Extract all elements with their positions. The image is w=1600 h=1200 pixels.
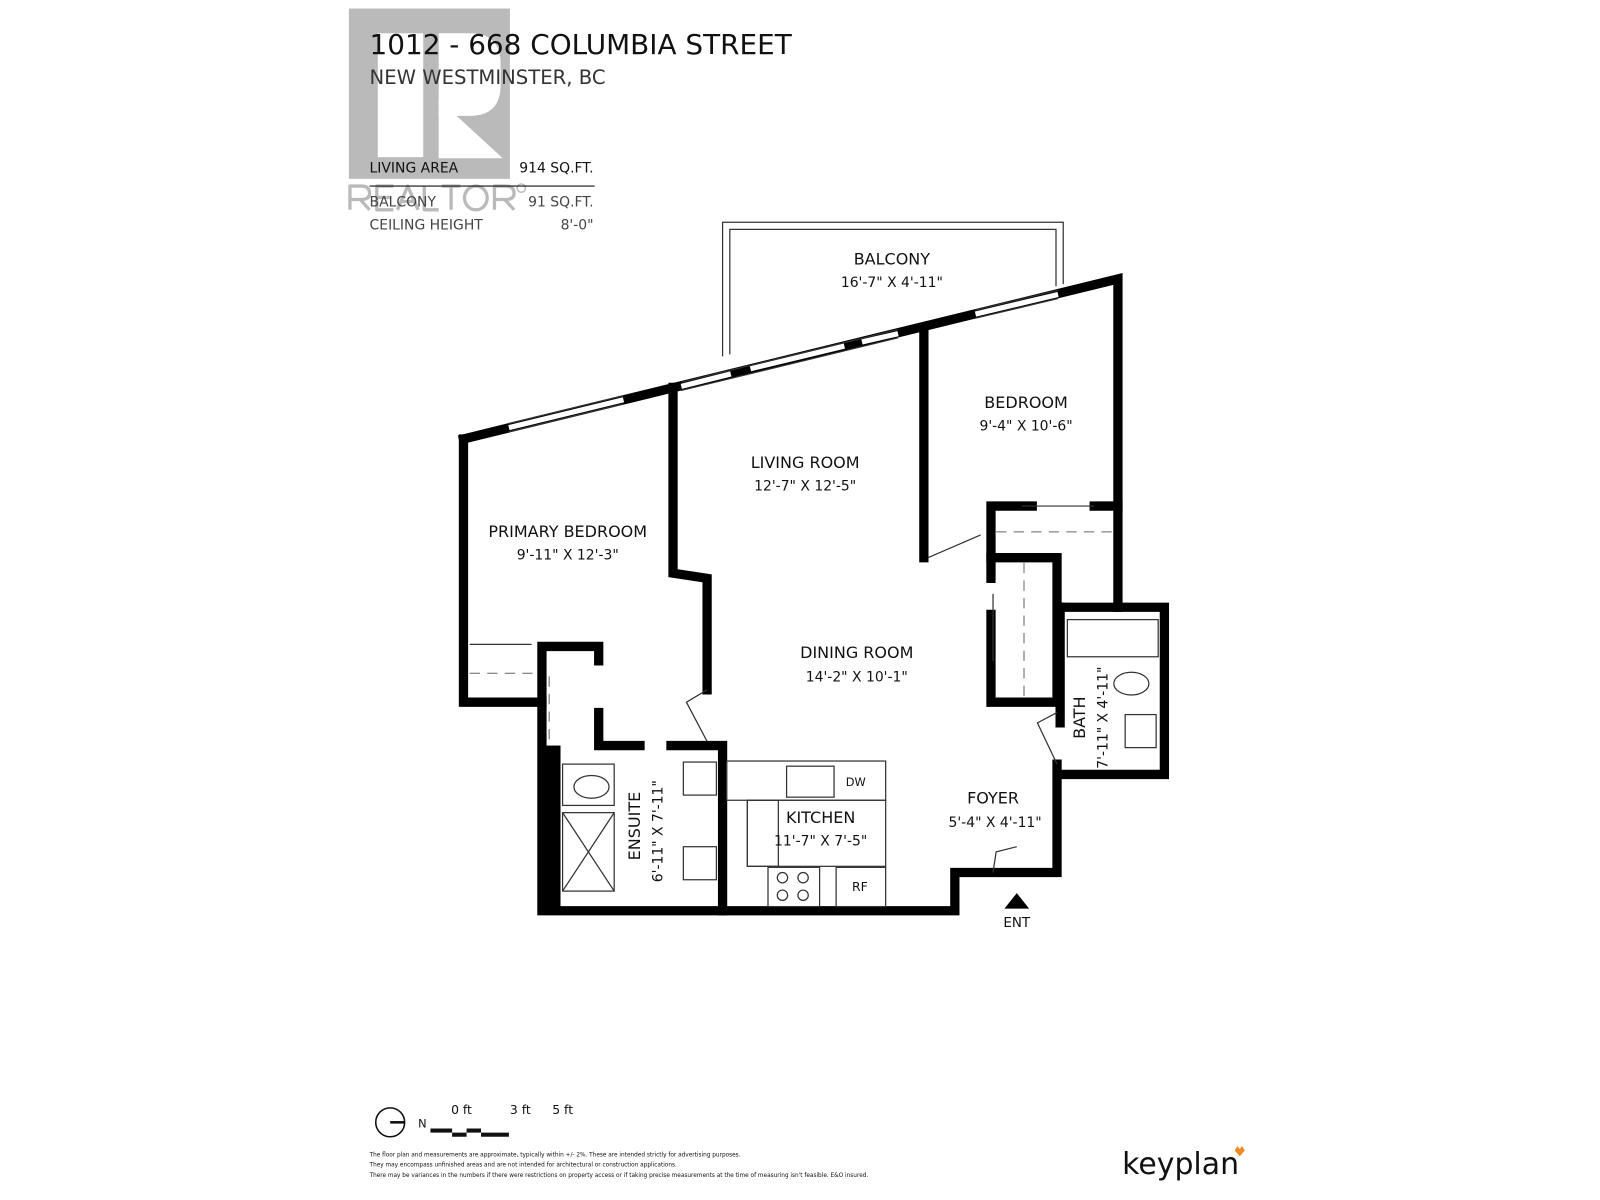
stat-value: 8'-0" [561, 217, 594, 233]
fixtures: DW RF ENT [561, 618, 1159, 931]
room-name: FOYER [967, 788, 1019, 807]
room-ensuite: ENSUITE 6'-11" X 7'-11" [625, 780, 667, 882]
room-dims: 7'-11" X 4'-11" [1096, 667, 1112, 769]
room-dims: 5'-4" X 4'-11" [949, 815, 1042, 831]
room-bath: BATH 7'-11" X 4'-11" [1070, 667, 1112, 769]
scale-label: 0 ft [451, 1103, 472, 1117]
room-dims: 9'-11" X 12'-3" [517, 548, 619, 564]
disclaimer: The floor plan and measurements are appr… [369, 1152, 869, 1179]
room-dims: 16'-7" X 4'-11" [841, 275, 943, 291]
fox-icon [1234, 1146, 1245, 1157]
stat-label: CEILING HEIGHT [370, 217, 484, 233]
room-name: BALCONY [854, 250, 931, 269]
disclaimer-line: There may be variances in the numbers if… [369, 1173, 869, 1179]
room-dims: 11'-7" X 7'-5" [774, 834, 867, 850]
room-name: ENSUITE [625, 792, 644, 861]
room-kitchen: KITCHEN 11'-7" X 7'-5" [774, 808, 867, 850]
scale-label: 5 ft [552, 1103, 573, 1117]
room-bedroom: BEDROOM 9'-4" X 10'-6" [979, 393, 1072, 435]
room-name: DINING ROOM [800, 643, 913, 662]
room-primary-bedroom: PRIMARY BEDROOM 9'-11" X 12'-3" [488, 522, 647, 564]
disclaimer-line: The floor plan and measurements are appr… [369, 1152, 741, 1158]
north-compass-icon: N [374, 1107, 427, 1138]
disclaimer-line: They may encompass unfinished areas and … [369, 1163, 677, 1169]
room-foyer: FOYER 5'-4" X 4'-11" [949, 788, 1042, 831]
address-title: 1012 - 668 COLUMBIA STREET [370, 28, 793, 61]
stove-icon [776, 871, 809, 902]
entrance-arrow-icon [1004, 893, 1030, 909]
room-name: BATH [1070, 696, 1089, 738]
stat-value: 914 SQ.FT. [519, 161, 593, 177]
room-dining: DINING ROOM 14'-2" X 10'-1" [800, 643, 913, 686]
stats-table: LIVING AREA 914 SQ.FT. BALCONY 91 SQ.FT.… [370, 161, 595, 233]
city-subtitle: NEW WESTMINSTER, BC [370, 66, 606, 89]
brand-name: keyplan [1122, 1147, 1239, 1182]
fridge-label: RF [852, 880, 868, 894]
stat-label: LIVING AREA [370, 161, 459, 177]
room-name: KITCHEN [786, 808, 855, 827]
room-name: LIVING ROOM [751, 453, 860, 472]
stat-value: 91 SQ.FT. [528, 195, 593, 211]
keyplan-logo: keyplan [1122, 1146, 1245, 1182]
room-dims: 12'-7" X 12'-5" [754, 479, 856, 495]
entrance-label: ENT [1003, 916, 1030, 931]
walls [457, 273, 1170, 916]
room-name: BEDROOM [984, 393, 1068, 412]
closets-and-doors [469, 505, 1113, 873]
room-living: LIVING ROOM 12'-7" X 12'-5" [751, 453, 860, 495]
room-dims: 6'-11" X 7'-11" [651, 780, 667, 882]
room-balcony: BALCONY 16'-7" X 4'-11" [841, 250, 943, 292]
realtor-watermark-logo [348, 8, 527, 212]
scale-label: 3 ft [510, 1103, 531, 1117]
room-name: PRIMARY BEDROOM [488, 522, 647, 541]
windows [508, 289, 1059, 433]
balcony-outline [721, 221, 1064, 357]
room-dims: 9'-4" X 10'-6" [979, 419, 1072, 435]
stat-label: BALCONY [370, 195, 437, 211]
north-label: N [418, 1116, 427, 1130]
scale-bar: 0 ft 3 ft 5 ft [430, 1103, 573, 1137]
dishwasher-label: DW [846, 775, 866, 789]
room-dims: 14'-2" X 10'-1" [806, 670, 908, 686]
